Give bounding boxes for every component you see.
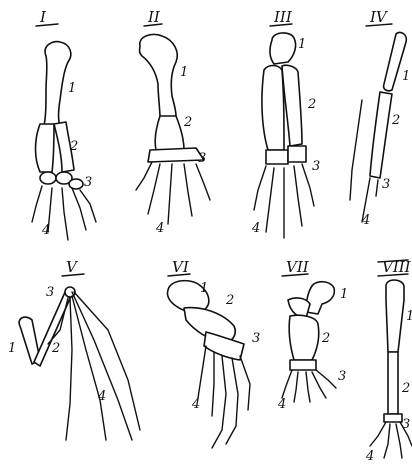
panel-V-label-1: 1 — [8, 341, 16, 356]
panel-III-label-4: 4 — [251, 221, 260, 236]
panel-V-finger — [74, 292, 140, 430]
panel-I-label-2: 2 — [69, 139, 78, 154]
panel-VII-label-4: 4 — [277, 397, 286, 412]
panel-VI-label-3: 3 — [252, 331, 260, 346]
panel-VI-label-1: 1 — [200, 281, 208, 296]
panel-I-radius — [36, 124, 55, 172]
panel-V-label-3: 3 — [46, 285, 54, 300]
panel-VIII: VIII 1 2 3 4 — [365, 258, 412, 464]
panel-VIII-humerus — [386, 280, 404, 352]
panel-V-title: V — [66, 258, 79, 276]
panel-III: III 1 2 3 4 — [251, 8, 320, 238]
panel-VII-label-2: 2 — [321, 331, 330, 346]
panel-I-title: I — [39, 8, 47, 26]
panel-II-digit — [168, 164, 172, 224]
panel-IV-label-1: 1 — [402, 69, 410, 84]
panel-VI-digit — [240, 356, 250, 410]
panel-II-digit — [184, 164, 192, 216]
panel-VII-forearm — [289, 315, 319, 360]
panel-I-label-1: 1 — [68, 81, 76, 96]
panel-IV: IV 1 2 3 4 — [350, 8, 410, 228]
panel-VI: VI 1 2 3 4 — [167, 258, 260, 448]
panel-I-digit — [32, 186, 42, 222]
panel-VII-digit — [294, 372, 298, 402]
panel-IV-label-4: 4 — [361, 213, 370, 228]
panel-III-digit — [254, 166, 266, 210]
panel-VII-digit — [282, 370, 292, 398]
panel-VII: VII 1 2 3 4 — [277, 258, 348, 412]
panel-I-digit — [62, 188, 68, 240]
panel-III-label-1: 1 — [298, 37, 306, 52]
panel-VIII-label-4: 4 — [365, 449, 374, 464]
panel-II-digit — [196, 164, 210, 200]
panel-III-digit — [294, 166, 302, 226]
panel-VII-title: VII — [286, 258, 310, 276]
panel-VIII-label-1: 1 — [406, 309, 412, 324]
panel-I-humerus — [44, 42, 71, 126]
panel-III-ulna — [282, 65, 302, 146]
panel-II: II 1 2 3 4 — [136, 8, 210, 236]
panel-III-label-2: 2 — [307, 97, 316, 112]
panel-V-label-2: 2 — [51, 341, 60, 356]
panel-II-digit — [148, 164, 160, 214]
panel-VI-digit — [226, 358, 238, 444]
panel-III-title: III — [273, 8, 293, 26]
panel-VIII-digit — [370, 422, 386, 446]
panel-II-label-1: 1 — [180, 65, 188, 80]
panel-VII-humerus — [306, 282, 334, 314]
panel-VIII-carpals — [384, 414, 402, 422]
panel-V: V 3 1 2 4 — [8, 258, 140, 440]
panel-VII-label-3: 3 — [338, 369, 346, 384]
panel-V-label-4: 4 — [97, 389, 106, 404]
panel-II-label-4: 4 — [155, 221, 164, 236]
panel-III-radius — [262, 66, 284, 151]
panel-II-forearm — [155, 116, 184, 150]
panel-VI-label-2: 2 — [225, 293, 234, 308]
panel-I-label-4: 4 — [41, 223, 50, 238]
panel-IV-label-2: 2 — [391, 113, 400, 128]
panel-III-digit — [266, 168, 274, 232]
panel-VIII-digit — [384, 424, 390, 458]
panel-IV-feather-stroke — [350, 100, 362, 200]
panel-III-carpal — [288, 146, 306, 162]
panel-IV-forearm — [370, 92, 392, 178]
panel-VIII-label-3: 3 — [402, 417, 410, 432]
panel-I-label-3: 3 — [84, 175, 92, 190]
panel-VIII-forearm — [388, 352, 398, 414]
panel-III-carpal — [266, 150, 288, 164]
panel-IV-digit — [376, 180, 378, 196]
panel-VII-digit — [306, 372, 310, 402]
panel-I-carpal — [40, 172, 56, 184]
panel-II-label-2: 2 — [183, 115, 192, 130]
panel-II-title: II — [147, 8, 161, 26]
panel-II-digit — [136, 162, 152, 190]
panel-II-label-3: 3 — [198, 151, 206, 166]
panel-VI-label-4: 4 — [191, 397, 200, 412]
panel-III-humerus — [270, 33, 296, 64]
panel-II-humerus — [140, 34, 178, 118]
panel-VI-title: VI — [172, 258, 190, 276]
panel-VI-digit — [212, 352, 214, 416]
panel-VIII-label-2: 2 — [401, 381, 410, 396]
panel-IV-label-3: 3 — [382, 177, 390, 192]
panel-II-carpals — [148, 148, 204, 162]
panel-VII-label-1: 1 — [340, 287, 348, 302]
panel-I: I 1 2 3 4 — [32, 8, 96, 240]
panel-VI-digit — [198, 346, 206, 398]
panel-I-carpal — [69, 179, 83, 189]
panel-V-finger — [66, 298, 72, 440]
panel-VII-carpals — [290, 360, 316, 370]
panel-IV-title: IV — [369, 8, 389, 26]
panel-III-label-3: 3 — [312, 159, 320, 174]
panel-V-finger — [72, 296, 106, 440]
